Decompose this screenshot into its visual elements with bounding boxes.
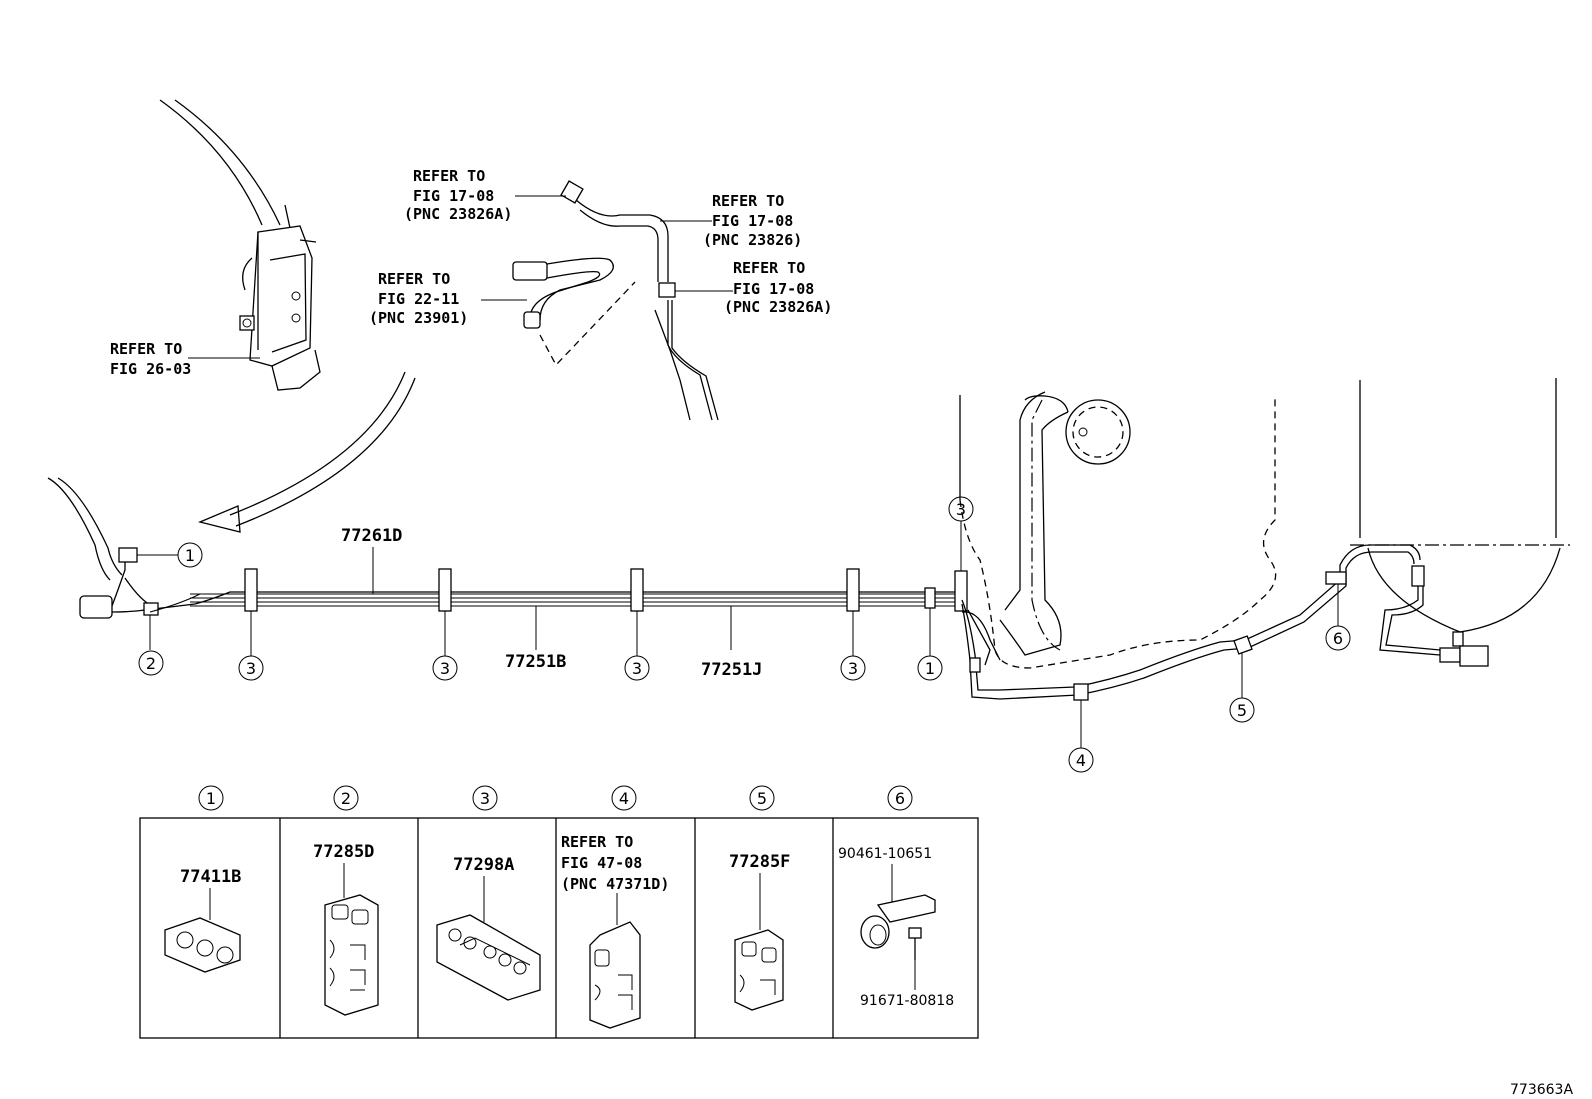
part-77285d-label: 77285D xyxy=(313,842,374,862)
clamp-3-b xyxy=(438,568,452,612)
callout-6: 6 xyxy=(1325,625,1351,651)
part-77411b-label: 77411B xyxy=(180,867,241,887)
left-line-end xyxy=(47,477,960,650)
callout-3-e: 3 xyxy=(948,496,974,522)
clamp-6 xyxy=(1325,571,1347,585)
ref-fig1708-mid-line1: REFER TO xyxy=(712,192,784,210)
clamp-3-d xyxy=(846,568,860,612)
part-77298a-label: 77298A xyxy=(453,855,514,875)
ref-fig1708-a-right-line2: FIG 17-08 xyxy=(733,280,814,298)
ref-fig2211-line1: REFER TO xyxy=(378,270,450,288)
svg-text:1: 1 xyxy=(206,789,216,808)
ref-fig1708-a-right-line3: (PNC 23826A) xyxy=(724,298,832,316)
fuel-hose-assembly xyxy=(512,180,719,421)
ref-fig2211-line3: (PNC 23901) xyxy=(369,309,468,327)
clip-77411b-icon xyxy=(164,917,241,973)
svg-text:1: 1 xyxy=(925,659,935,678)
brake-actuator-assembly xyxy=(159,99,321,391)
clamp-3-e xyxy=(954,570,968,612)
figure-code: 773663A xyxy=(1510,1082,1573,1098)
clip-77285d-icon xyxy=(324,894,379,1016)
callout-3-d: 3 xyxy=(840,655,866,681)
curved-arrow-icon xyxy=(197,371,416,533)
svg-text:3: 3 xyxy=(632,659,642,678)
ref-fig1708-a-top-line1: REFER TO xyxy=(413,167,485,185)
rear-brake-lines xyxy=(961,544,1489,700)
svg-text:2: 2 xyxy=(341,789,351,808)
svg-text:3: 3 xyxy=(480,789,490,808)
ref-fig1708-a-top-line3: (PNC 23826A) xyxy=(404,205,512,223)
clamp-bracket-icon xyxy=(860,894,936,960)
svg-text:1: 1 xyxy=(185,546,195,565)
frame-outline xyxy=(959,378,1570,669)
clip-47371d-icon xyxy=(589,921,641,1029)
clip-77298a-icon xyxy=(436,914,541,1001)
ref-fig4708-line1: REFER TO xyxy=(561,833,633,851)
part-90461-10651-label: 90461-10651 xyxy=(838,846,932,862)
ref-fig2603-line2: FIG 26-03 xyxy=(110,360,191,378)
svg-text:2: 2 xyxy=(146,654,156,673)
svg-text:4: 4 xyxy=(1076,751,1086,770)
brake-line-bundle xyxy=(149,593,962,613)
svg-text:3: 3 xyxy=(440,659,450,678)
callout-5: 5 xyxy=(1229,697,1255,723)
svg-text:5: 5 xyxy=(1237,701,1247,720)
callout-3-a: 3 xyxy=(238,655,264,681)
label-77251b: 77251B xyxy=(505,652,566,672)
part-91671-80818-label: 91671-80818 xyxy=(860,993,954,1009)
svg-text:6: 6 xyxy=(895,789,905,808)
clamp-1-right xyxy=(924,587,936,609)
ref-fig4708-line3: (PNC 47371D) xyxy=(561,875,669,893)
svg-text:3: 3 xyxy=(848,659,858,678)
svg-text:5: 5 xyxy=(757,789,767,808)
svg-text:3: 3 xyxy=(956,500,966,519)
callout-3-b: 3 xyxy=(432,655,458,681)
ref-fig1708-mid-line2: FIG 17-08 xyxy=(712,212,793,230)
clamp-4 xyxy=(1073,683,1089,701)
ref-fig1708-a-right-line1: REFER TO xyxy=(733,259,805,277)
label-77261d: 77261D xyxy=(341,526,402,546)
svg-text:3: 3 xyxy=(246,659,256,678)
clamp-3-a xyxy=(244,568,258,612)
clamp-5 xyxy=(1233,635,1253,655)
clip-77285f-icon xyxy=(734,929,784,1011)
svg-text:6: 6 xyxy=(1333,629,1343,648)
callout-4: 4 xyxy=(1068,747,1094,773)
callout-3-c: 3 xyxy=(624,655,650,681)
ref-fig4708-line2: FIG 47-08 xyxy=(561,854,642,872)
ref-fig1708-mid-line3: (PNC 23826) xyxy=(703,231,802,249)
svg-text:4: 4 xyxy=(619,789,629,808)
table-header-row: 1 2 3 4 5 6 xyxy=(198,785,913,811)
callout-1-right: 1 xyxy=(917,655,943,681)
parts-table xyxy=(139,817,979,1039)
label-77251j: 77251J xyxy=(701,660,762,680)
ref-fig2211-line2: FIG 22-11 xyxy=(378,290,459,308)
callout-2: 2 xyxy=(138,650,164,676)
part-77285f-label: 77285F xyxy=(729,852,790,872)
ref-fig1708-a-top-line2: FIG 17-08 xyxy=(413,187,494,205)
ref-fig2603-line1: REFER TO xyxy=(110,340,182,358)
clamp-3-c xyxy=(630,568,644,612)
callout-1-top: 1 xyxy=(177,542,203,568)
